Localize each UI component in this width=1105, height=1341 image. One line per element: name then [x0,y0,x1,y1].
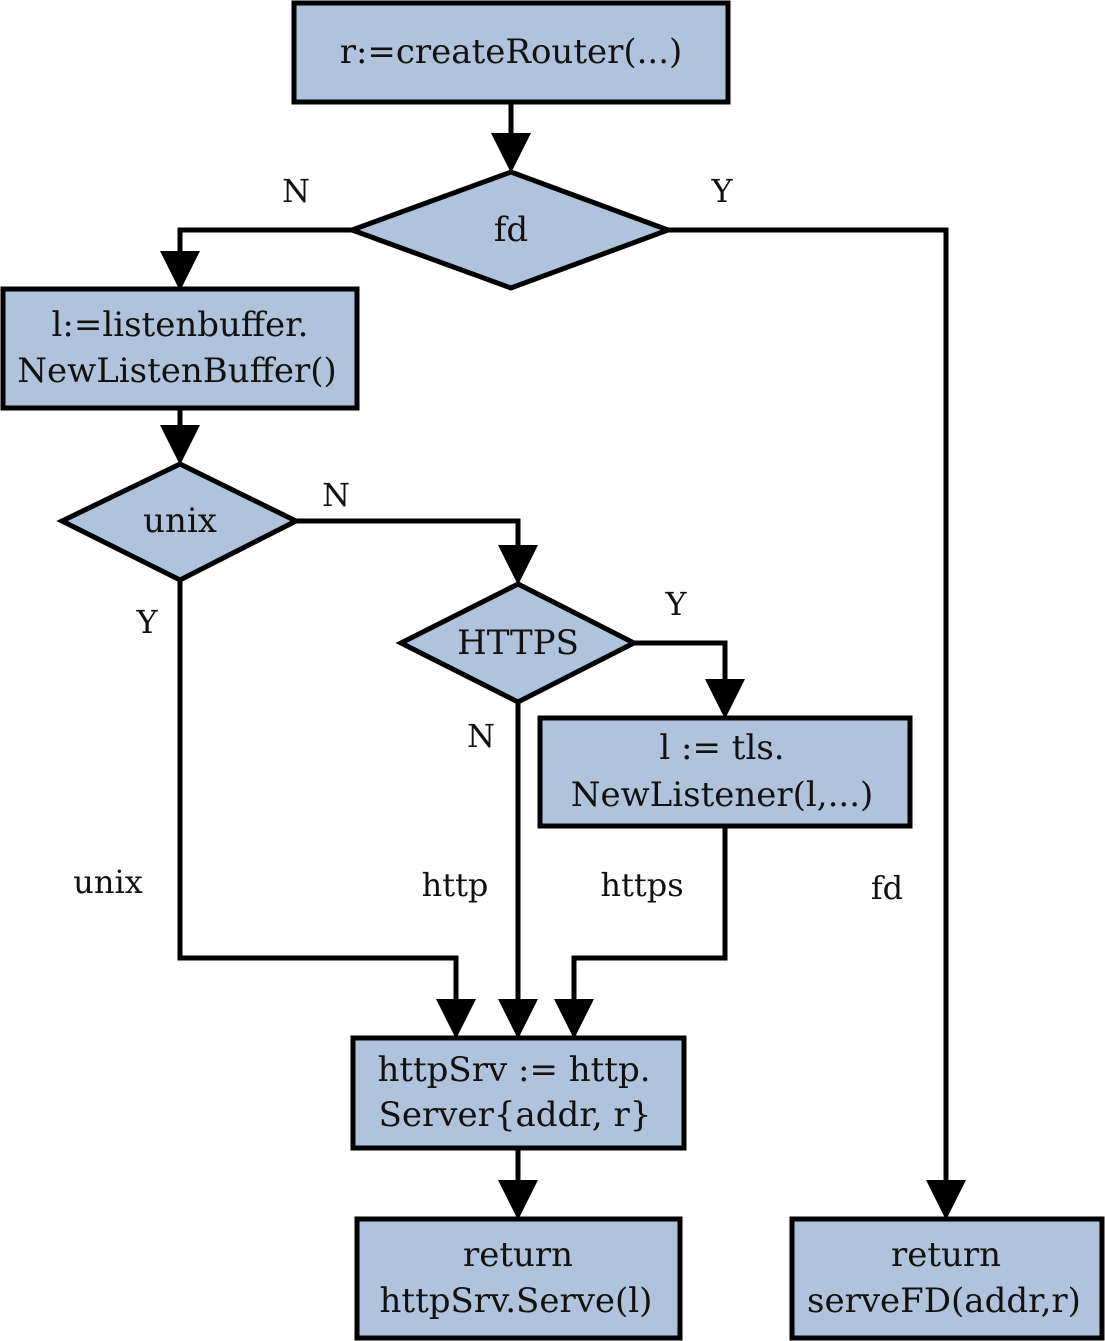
path-http-label: http [422,866,489,904]
return-servefd-label-line1: return [891,1235,1001,1275]
unix-decision-label: unix [143,501,217,541]
http-server-box [350,1035,687,1151]
path-https-label: https [600,866,683,904]
https-yes-label: Y [664,585,687,623]
unix-decision-diamond [56,461,302,583]
http-server-label-line2: Server{addr, r} [379,1095,652,1135]
create-router-label: r:=createRouter(...) [340,32,683,72]
fd-decision-label: fd [494,210,528,250]
return-serve-box [354,1216,683,1341]
tls-listener-label-line2: NewListener(l,...) [571,775,874,815]
return-serve-label-line2: httpSrv.Serve(l) [380,1281,653,1321]
path-fd-label: fd [871,869,903,907]
tls-listener-box [537,715,913,829]
listen-buffer-label-line2: NewListenBuffer() [17,351,337,391]
listen-buffer-box [0,286,360,411]
fd-no-label: N [282,172,310,210]
https-no-label: N [467,717,495,755]
http-server-label-line1: httpSrv := http. [377,1050,650,1090]
edge-fd-yes [668,227,966,1220]
edge-fd-no [160,227,352,291]
return-servefd-box [789,1216,1105,1341]
edge-unix-no [296,518,538,585]
edge-unix-yes [177,580,476,1039]
listen-buffer-label-line1: l:=listenbuffer. [52,305,309,345]
edge-tls-to-server [554,826,728,1039]
create-router-box [291,0,731,105]
node-labels: r:=createRouter(...) fd l:=listenbuffer.… [17,32,1081,1321]
unix-yes-label: Y [135,603,158,641]
fd-decision-diamond [344,169,676,291]
connectors [160,102,966,1220]
edge-labels: N Y N Y Y N unix http https fd [73,172,903,907]
edge-https-yes [634,640,745,719]
return-serve-label-line1: return [463,1235,573,1275]
https-decision-diamond [395,581,640,705]
return-servefd-label-line2: serveFD(addr,r) [807,1281,1081,1321]
fd-yes-label: Y [710,172,733,210]
https-decision-label: HTTPS [457,623,579,663]
unix-no-label: N [322,476,350,514]
path-unix-label: unix [73,863,143,901]
tls-listener-label-line1: l := tls. [659,728,784,768]
